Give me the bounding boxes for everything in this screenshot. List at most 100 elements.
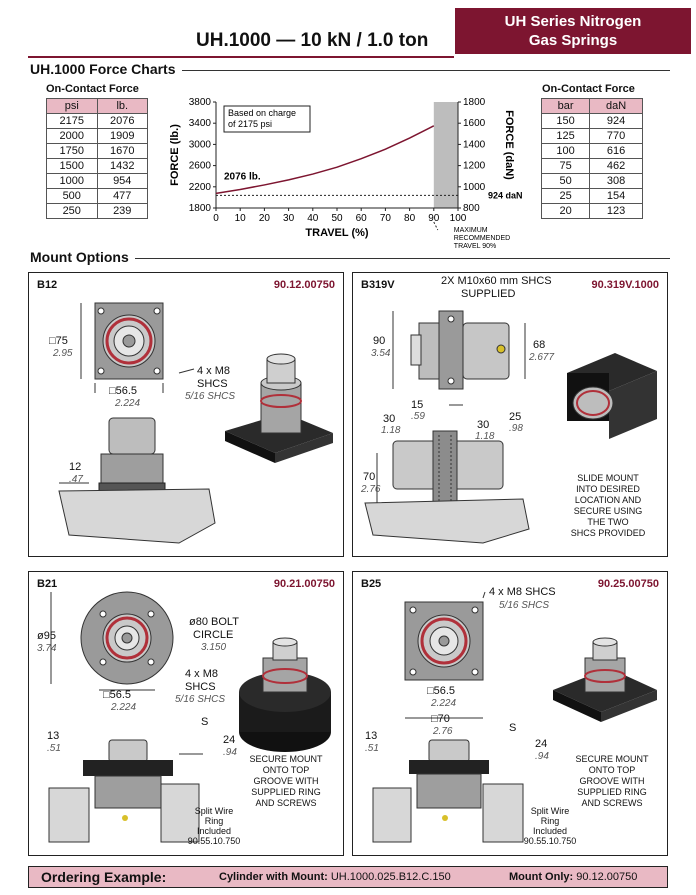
- b319v-width-30a: 30: [383, 413, 396, 425]
- mount-options-rule: [30, 258, 670, 259]
- col-header: lb.: [96, 98, 148, 114]
- force-curve: [215, 125, 435, 195]
- b12-drawing: [58, 302, 333, 544]
- note-line: AND SCREWS: [581, 798, 643, 808]
- charge-note-line1: Based on charge: [228, 108, 296, 118]
- b25-height-24-inch: .94: [535, 751, 549, 762]
- start-value-label: 2076 lb.: [224, 171, 261, 182]
- ordering-heading: Ordering Example:: [41, 869, 167, 885]
- b25-screws-inch: 5/16 SHCS: [499, 600, 550, 611]
- table-cell: 924: [589, 113, 643, 129]
- force-charts-rule: [30, 70, 670, 71]
- mount-part-number: 90.21.00750: [273, 578, 335, 590]
- b21-screws-line2: SHCS: [185, 681, 216, 693]
- y2-tick-label: 1600: [463, 118, 486, 129]
- table-cell: 308: [589, 173, 643, 189]
- b319v-width-25-inch: .98: [509, 423, 523, 434]
- b319v-height-70-inch: 2.76: [361, 484, 381, 495]
- x-tick-label: 50: [331, 213, 343, 224]
- b25-drawing: [372, 591, 657, 843]
- b12-screws-line1: 4 x M8: [197, 365, 231, 377]
- table-cell: 2175: [46, 113, 98, 129]
- col-header: bar: [540, 98, 591, 114]
- b25-s-label: S: [509, 722, 517, 734]
- b21-screws-line1: 4 x M8: [185, 668, 219, 680]
- max-travel-leader: [433, 221, 439, 231]
- table-cell: 154: [589, 188, 643, 204]
- x-tick-label: 90: [428, 213, 440, 224]
- b12-square-75-inch: 2.95: [53, 348, 73, 359]
- table-cell: 20: [540, 203, 591, 219]
- b25-square-56: □56.5: [427, 685, 456, 697]
- b21-height-24-inch: .94: [223, 747, 237, 758]
- b21-bolt-circle-line2: CIRCLE: [193, 629, 234, 641]
- b319v-width-15: 15: [411, 399, 424, 411]
- table-cell: 1500: [46, 158, 98, 174]
- y-axis-label: FORCE (lb.): [169, 124, 181, 186]
- note-line: AND SCREWS: [255, 798, 317, 808]
- note-line: SHCS PROVIDED: [570, 528, 646, 538]
- note-line: 90.55.10.750: [187, 836, 241, 846]
- max-travel-note-line: TRAVEL 90%: [454, 243, 496, 250]
- table-cell: 2000: [46, 128, 98, 144]
- b25-square-70: □70: [431, 713, 450, 725]
- ordering-cylinder-label: Cylinder with Mount:: [219, 871, 328, 883]
- b319v-width-25: 25: [509, 411, 522, 423]
- b12-screws-line2: SHCS: [197, 378, 228, 390]
- b319v-width-30a-inch: 1.18: [381, 425, 401, 436]
- note-line: INTO DESIRED: [576, 484, 640, 494]
- charge-note-box: [223, 105, 311, 133]
- b319v-width-30b-inch: 1.18: [475, 431, 495, 442]
- b319v-width-15-inch: .59: [411, 411, 425, 422]
- note-line: Split Wire: [194, 806, 234, 816]
- table-cell: 500: [46, 188, 98, 204]
- b25-square-56-inch: 2.224: [431, 698, 457, 709]
- y2-tick-label: 1200: [463, 161, 486, 172]
- b21-square-56: □56.5: [103, 689, 132, 701]
- table-cell: 1000: [46, 173, 98, 189]
- table-cell: 1750: [46, 143, 98, 159]
- mount-part-number: 90.319V.1000: [591, 279, 660, 291]
- y-tick-label: 1800: [189, 203, 212, 214]
- b12-height-12-inch: .47: [69, 474, 83, 485]
- reference-line-label: 924 daN: [488, 190, 523, 200]
- table-cell: 100: [540, 143, 591, 159]
- b21-height-24: 24: [223, 734, 236, 746]
- note-line: Included: [532, 826, 568, 836]
- header-rule: [28, 56, 454, 58]
- table-cell: 1909: [96, 128, 148, 144]
- force-charts-title: UH.1000 Force Charts: [30, 61, 182, 77]
- y-tick-label: 3800: [189, 97, 212, 108]
- b319v-height-68-inch: 2.677: [529, 352, 555, 363]
- b319v-height-68: 68: [533, 339, 546, 351]
- y-tick-label: 3400: [189, 118, 212, 129]
- table-cell: 954: [96, 173, 148, 189]
- table-cell: 477: [96, 188, 148, 204]
- table-cell: 1432: [96, 158, 148, 174]
- col-header: daN: [589, 98, 643, 114]
- note-line: Ring: [540, 816, 560, 826]
- badge-line-2: Gas Springs: [528, 32, 618, 49]
- y-tick-label: 2200: [189, 182, 212, 193]
- b21-bolt-circle-line1: ø80 BOLT: [189, 616, 239, 628]
- ordering-mount-label: Mount Only:: [509, 871, 574, 883]
- b21-bolt-circle-inch: 3.150: [201, 642, 227, 653]
- y-tick-label: 3000: [189, 139, 212, 150]
- charge-note-line2: of 2175 psi: [228, 119, 272, 129]
- x-tick-label: 40: [307, 213, 319, 224]
- y2-tick-label: 1800: [463, 97, 486, 108]
- badge-line-1: UH Series Nitrogen: [504, 13, 642, 30]
- note-line: SECURE MOUNT: [249, 754, 323, 764]
- b12-screws-inch: 5/16 SHCS: [185, 391, 236, 402]
- b319v-height-70: 70: [363, 471, 376, 483]
- b12-square-75: □75: [49, 335, 68, 347]
